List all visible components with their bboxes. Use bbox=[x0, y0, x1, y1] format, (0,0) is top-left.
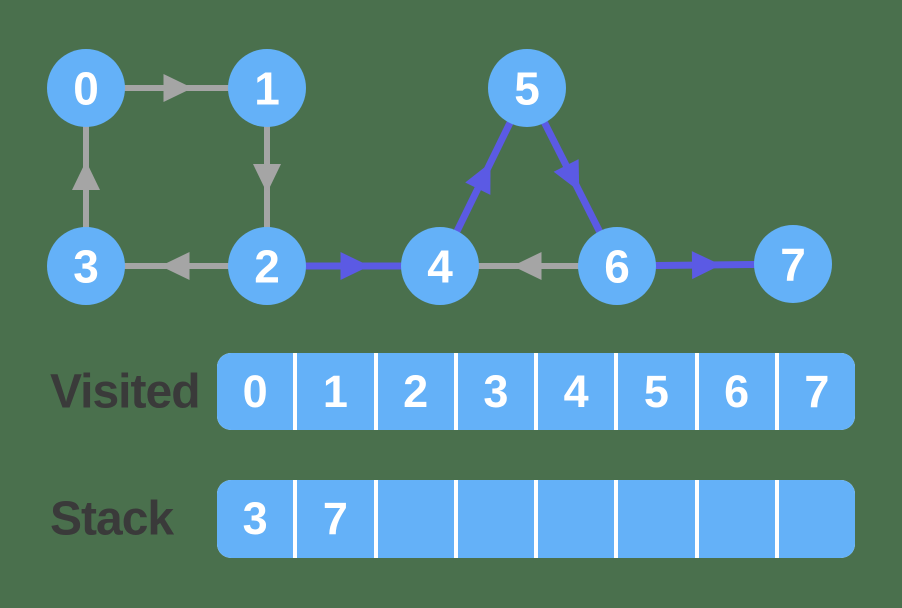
visited-cell-7: 7 bbox=[778, 353, 855, 430]
graph-node-0 bbox=[47, 49, 125, 127]
arrowhead-icon-5-6 bbox=[553, 159, 580, 192]
visited-cell-0: 0 bbox=[217, 353, 294, 430]
graph-node-3 bbox=[47, 227, 125, 305]
graph-node-label-5: 5 bbox=[514, 63, 540, 115]
visited-cell-1: 1 bbox=[297, 353, 374, 430]
graph-node-label-2: 2 bbox=[254, 241, 280, 293]
graph-node-7 bbox=[754, 225, 832, 303]
arrowhead-icon-0-1 bbox=[163, 74, 193, 102]
visited-cell-3: 3 bbox=[457, 353, 534, 430]
arrowhead-icon-2-4 bbox=[340, 252, 370, 280]
graph-canvas: 0 1 2 3 4 5 6 7 bbox=[47, 49, 832, 305]
graph-node-6 bbox=[578, 227, 656, 305]
graph-node-label-6: 6 bbox=[604, 241, 630, 293]
arrowhead-icon-6-4 bbox=[512, 252, 542, 280]
arrowhead-icon-1-2 bbox=[253, 164, 281, 193]
stack-cell-7 bbox=[778, 480, 855, 558]
visited-label: Visited bbox=[50, 365, 201, 418]
stack-cell-6 bbox=[698, 480, 775, 558]
graph-node-1 bbox=[228, 49, 306, 127]
arrowhead-icon-3-0 bbox=[72, 161, 100, 190]
arrowhead-icon-4-5 bbox=[465, 162, 491, 195]
graph-node-label-0: 0 bbox=[73, 63, 99, 115]
stack-cell-5 bbox=[618, 480, 695, 558]
visited-cell-2: 2 bbox=[377, 353, 454, 430]
stack-cell-3 bbox=[457, 480, 534, 558]
stack-cell-1: 7 bbox=[297, 480, 374, 558]
stack-cell-2 bbox=[377, 480, 454, 558]
arrowhead-icon-2-3 bbox=[160, 252, 190, 280]
graph-node-2 bbox=[228, 227, 306, 305]
graph-node-label-7: 7 bbox=[780, 239, 806, 291]
graph-node-5 bbox=[488, 49, 566, 127]
visited-cell-6: 6 bbox=[698, 353, 775, 430]
visited-cell-5: 5 bbox=[618, 353, 695, 430]
graph-node-label-3: 3 bbox=[73, 241, 99, 293]
arrowhead-icon-6-7 bbox=[691, 251, 721, 280]
visited-cell-4: 4 bbox=[538, 353, 615, 430]
graph-node-label-4: 4 bbox=[427, 241, 453, 293]
stack-cell-4 bbox=[538, 480, 615, 558]
graph-node-4 bbox=[401, 227, 479, 305]
stack-cell-0: 3 bbox=[217, 480, 294, 558]
stack-label: Stack bbox=[50, 492, 174, 546]
graph-node-label-1: 1 bbox=[254, 63, 280, 115]
